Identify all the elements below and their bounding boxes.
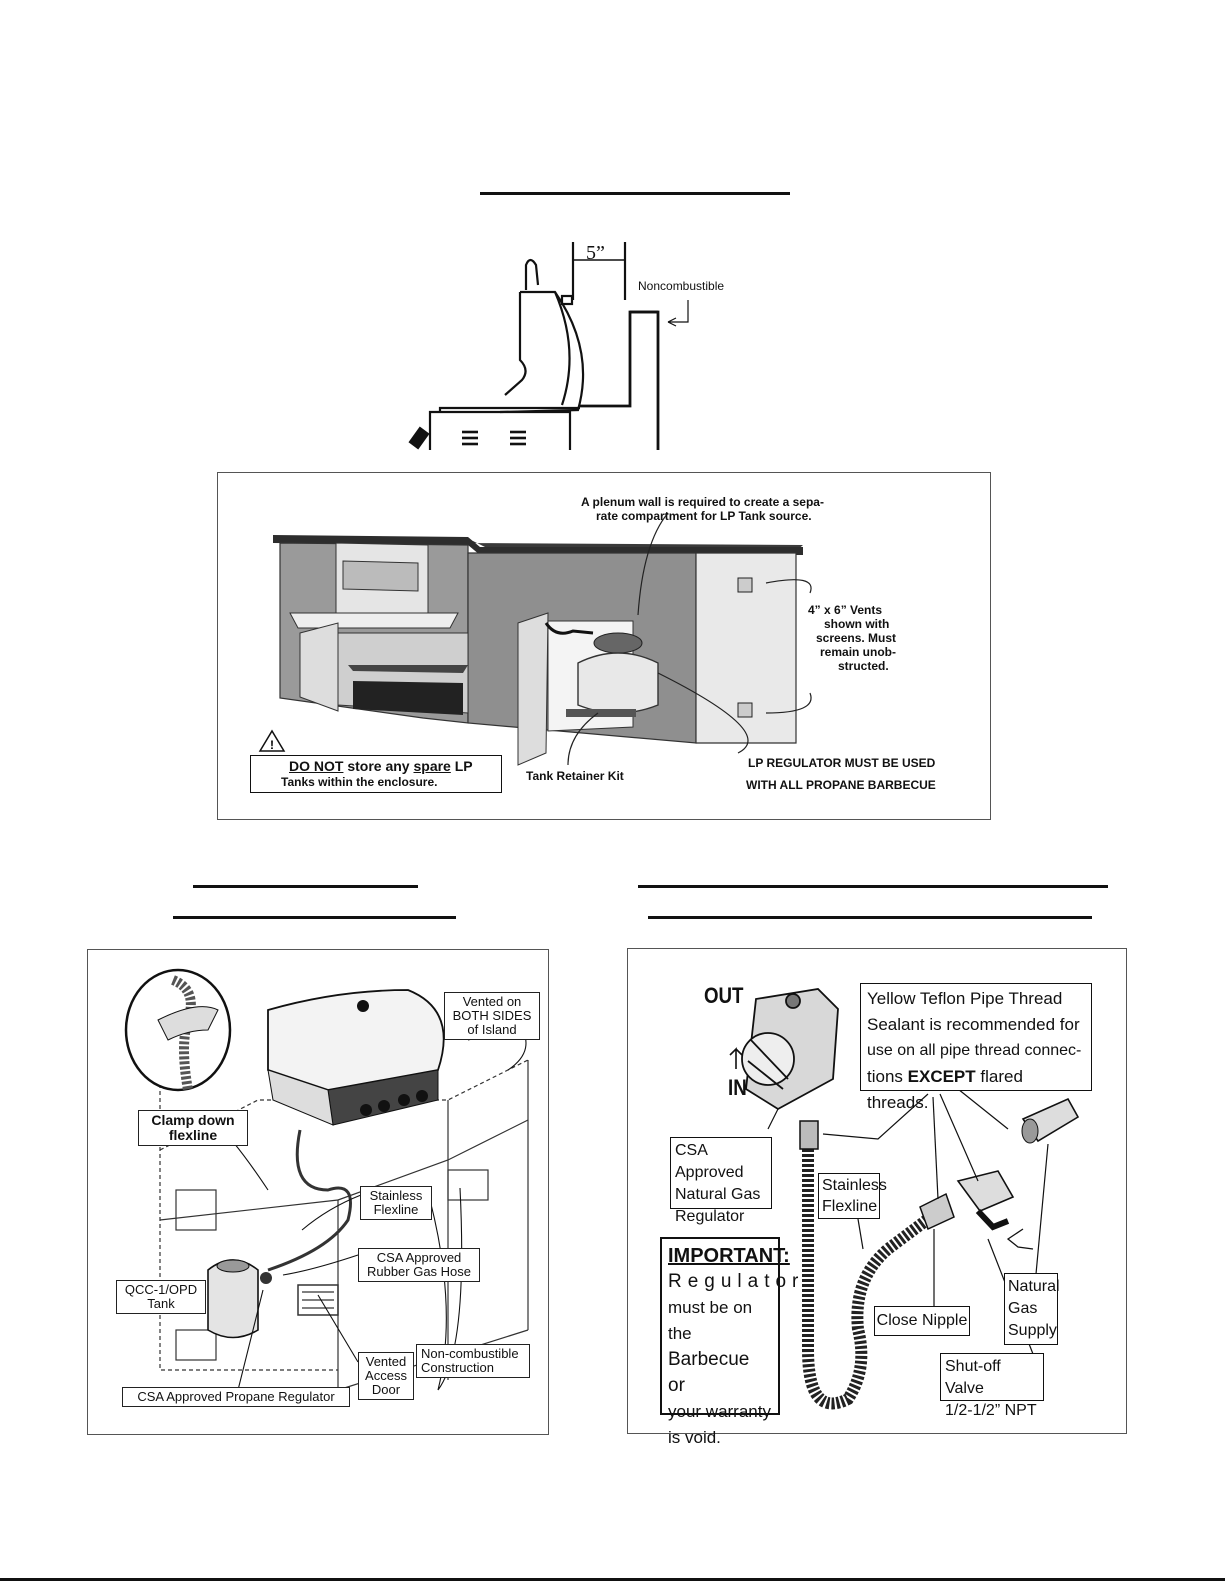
close-nipple-label: Close Nipple — [874, 1306, 970, 1336]
teflon-line-1: Yellow Teflon Pipe Thread — [867, 989, 1063, 1008]
clearance-drawing — [408, 242, 689, 450]
plenum-note-line-2: rate compartment for LP Tank source. — [596, 509, 812, 523]
teflon-except: EXCEPT — [907, 1067, 976, 1086]
vents-note-line-3: screens. Must — [816, 631, 897, 645]
top-heading-rule — [480, 192, 790, 195]
vented-line-2: BOTH SIDES — [452, 1008, 532, 1023]
door-line-1: Vented — [365, 1354, 407, 1369]
right-heading-rule-2 — [648, 916, 1092, 919]
propane-regulator-label: CSA Approved Propane Regulator — [122, 1387, 350, 1407]
teflon-line-3: use on all pipe thread connec- — [867, 1042, 1082, 1059]
propane-figure: Clamp down flexline Vented on BOTH SIDES… — [87, 949, 549, 1435]
plenum-note-line-1: A plenum wall is required to create a se… — [581, 495, 824, 509]
important-line-5: is void. — [668, 1428, 721, 1447]
noncombustible-construction-label: Non-combustible Construction — [416, 1344, 530, 1378]
page-bottom-rule — [0, 1578, 1225, 1581]
vents-note-line-5: structed. — [838, 659, 889, 673]
clearance-dimension: 5” — [586, 242, 605, 264]
supply-line-2: Gas — [1008, 1300, 1038, 1317]
warning-do-not: DO NOT — [289, 758, 344, 774]
ng-reg-line-1: CSA Approved — [675, 1142, 744, 1181]
hose-line-1: CSA Approved — [376, 1250, 462, 1265]
clamp-label: Clamp down flexline — [138, 1110, 248, 1146]
left-heading-rule-1 — [193, 885, 418, 888]
shutoff-valve-label: Shut-off Valve 1/2-1/2” NPT — [940, 1353, 1044, 1419]
teflon-line-4a: tions — [867, 1067, 908, 1086]
door-line-3: Door — [371, 1382, 401, 1397]
in-label: IN — [728, 1075, 747, 1100]
vented-line-1: Vented on — [462, 994, 522, 1009]
supply-line-1: Natural — [1008, 1278, 1060, 1295]
tank-label: QCC-1/OPD Tank — [116, 1280, 206, 1314]
important-note: IMPORTANT: Regulator must be on the Barb… — [660, 1237, 805, 1447]
teflon-line-2: Sealant is recommended for — [867, 1015, 1080, 1034]
teflon-line-4c: flared threads. — [867, 1067, 1023, 1112]
warning-line-2: Tanks within the enclosure. — [281, 775, 438, 789]
regulator-note-line-1: LP REGULATOR MUST BE USED — [748, 756, 936, 770]
regulator-note-line-2: WITH ALL PROPANE BARBECUE — [746, 778, 936, 792]
warning-spare: spare — [413, 758, 451, 774]
vents-note-line-4: remain unob- — [820, 645, 897, 659]
stainless-flexline-ng-label: Stainless Flexline — [818, 1173, 887, 1219]
access-door-label: Vented Access Door — [358, 1352, 414, 1400]
enclosure-drawing: ! — [258, 512, 812, 766]
ng-regulator-label: CSA Approved Natural Gas Regulator — [670, 1137, 772, 1225]
tank-line-1: QCC-1/OPD — [124, 1282, 198, 1297]
teflon-note: Yellow Teflon Pipe Thread Sealant is rec… — [860, 983, 1092, 1112]
warning-lp: LP — [450, 758, 473, 774]
important-title: IMPORTANT: — [668, 1245, 790, 1267]
important-line-2: must be on the — [668, 1298, 753, 1343]
stainless-line-1: Stainless — [369, 1188, 423, 1203]
stainless-line-2: Flexline — [373, 1202, 419, 1217]
important-line-4: your warranty — [668, 1402, 771, 1421]
valve-line-2: 1/2-1/2” NPT — [945, 1402, 1037, 1419]
vented-line-3: of Island — [467, 1022, 517, 1037]
ng-flex-line-2: Flexline — [822, 1198, 878, 1215]
important-line-3: Barbecue or — [668, 1349, 750, 1396]
rubber-hose-label: CSA Approved Rubber Gas Hose — [358, 1248, 480, 1282]
warning-box: DO NOT store any spare LP Tanks within t… — [250, 755, 502, 793]
vents-note-line-1: 4” x 6” Vents — [808, 603, 883, 617]
natural-gas-drawing — [729, 988, 1080, 1410]
important-line-1: Regulator — [668, 1271, 805, 1292]
warning-store: store any — [343, 758, 414, 774]
left-heading-rule-2 — [173, 916, 456, 919]
supply-line-3: Supply — [1008, 1322, 1057, 1339]
stainless-flexline-label: Stainless Flexline — [360, 1186, 432, 1220]
natural-gas-figure: OUT IN Yellow Teflon Pipe Thread Sealant… — [627, 948, 1127, 1447]
tank-retainer-label: Tank Retainer Kit — [526, 769, 624, 783]
svg-text:!: ! — [270, 738, 274, 752]
tank-line-2: Tank — [147, 1296, 175, 1311]
vents-note-line-2: shown with — [824, 617, 890, 631]
gas-supply-label: Natural Gas Supply — [1004, 1273, 1060, 1345]
clamp-line-2: flexline — [168, 1127, 218, 1143]
valve-line-1: Shut-off Valve — [945, 1358, 1001, 1397]
enclosure-figure: ! A plenum wall is required to create a … — [217, 472, 991, 820]
noncomb-line-2: Construction — [421, 1360, 494, 1375]
vented-label: Vented on BOTH SIDES of Island — [444, 992, 540, 1040]
right-heading-rule-1 — [638, 885, 1108, 888]
propane-drawing — [124, 968, 529, 1391]
clearance-diagram: 5” Noncombustible — [380, 230, 800, 455]
door-line-2: Access — [365, 1368, 407, 1383]
noncombustible-label: Noncombustible — [638, 279, 725, 293]
hose-line-2: Rubber Gas Hose — [366, 1264, 472, 1279]
noncomb-line-1: Non-combustible — [421, 1346, 519, 1361]
ng-reg-line-3: Regulator — [675, 1208, 745, 1225]
clamp-line-1: Clamp down — [151, 1112, 235, 1128]
ng-reg-line-2: Natural Gas — [675, 1186, 761, 1203]
ng-flex-line-1: Stainless — [822, 1177, 887, 1194]
out-label: OUT — [704, 983, 744, 1008]
